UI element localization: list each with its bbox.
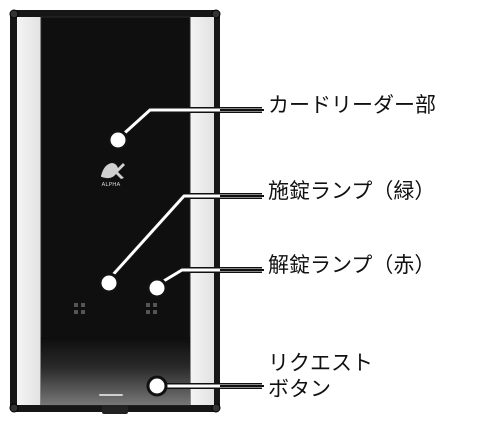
- alpha-logo-icon: [100, 163, 125, 179]
- label-card-reader: カードリーダー部: [268, 93, 436, 117]
- unlock-lamp-indicator: [146, 303, 157, 314]
- callout-dot-unlock-lamp: [146, 277, 168, 299]
- request-button[interactable]: [41, 337, 190, 405]
- label-lock-lamp: 施錠ランプ（緑）: [268, 179, 436, 203]
- label-request-button-line2: ボタン: [268, 377, 331, 402]
- label-request-button: リクエスト ボタン: [268, 350, 373, 403]
- callout-dot-request-button: [146, 375, 168, 397]
- logo-text: ALPHA: [101, 182, 120, 188]
- left-side-panel: [17, 17, 41, 405]
- label-unlock-lamp: 解錠ランプ（赤）: [268, 253, 436, 277]
- callout-dot-card-reader: [107, 129, 129, 151]
- lock-lamp-indicator: [74, 303, 85, 314]
- bottom-tab: [102, 405, 128, 414]
- label-request-button-line1: リクエスト: [268, 351, 373, 375]
- right-side-panel: [190, 17, 214, 405]
- callout-dot-lock-lamp: [98, 272, 120, 294]
